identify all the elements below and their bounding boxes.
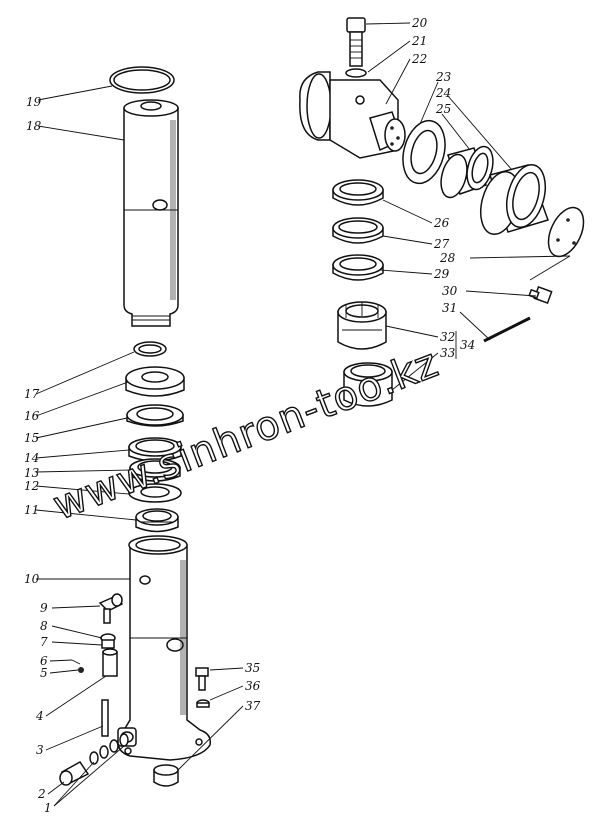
part-20-bolt [346,17,366,67]
callout-30: 30 [442,284,458,298]
watermark-text: www.sinhron-too.kz [47,340,445,529]
callout-34: 34 [460,338,475,352]
callout-32: 32 [440,330,455,344]
part-32-castle-nut [337,301,387,350]
part-29-ring [332,254,384,281]
leader-lines [35,22,571,807]
callout-17: 17 [24,387,40,401]
callout-14: 14 [24,451,39,465]
callout-28: 28 [439,251,456,265]
callout-25: 25 [435,102,451,116]
part-24-large-bushing [479,163,549,236]
callout-16: 16 [24,409,40,423]
part-22-body [299,71,406,159]
part-35-bolt [195,667,209,691]
part-14-seal [128,437,182,462]
callout-27: 27 [433,237,450,251]
part-1-washers [89,733,129,765]
part-13-seal [129,458,181,482]
part-25-bushing [440,145,494,199]
part-36-washer [196,699,210,708]
part-10-housing [117,535,212,761]
callout-1: 1 [44,801,52,815]
callout-7: 7 [40,635,48,649]
callout-5: 5 [40,666,48,680]
callout-2: 2 [37,787,46,801]
callout-8: 8 [40,619,48,633]
callout-35: 35 [245,661,260,675]
part-27-ring [332,217,384,244]
callout-22: 22 [411,52,427,66]
callout-3: 3 [36,743,44,757]
callout-33: 33 [440,346,456,360]
part-19-o-ring [109,66,175,94]
part-4-sleeve [102,648,118,677]
part-11-threaded-ring [135,508,179,533]
callout-9: 9 [40,601,48,615]
callout-10: 10 [24,572,40,586]
callout-26: 26 [433,216,450,230]
callout-13: 13 [24,466,40,480]
part-7-bushing [101,639,115,649]
part-37-cap [153,764,179,787]
callout-18: 18 [26,119,42,133]
callout-20: 20 [411,16,428,30]
part-21-washer [345,68,367,78]
part-6-pin [71,659,81,665]
part-30-bolt [528,286,553,304]
callout-11: 11 [24,503,39,517]
part-26-ring [332,179,384,206]
part-31-pin [483,316,531,343]
callout-6: 6 [40,654,48,668]
part-23-gasket [402,119,446,185]
part-18-upper-sleeve [123,99,179,327]
part-3-rod [101,699,109,737]
callout-19: 19 [26,95,42,109]
part-5-ball [78,667,84,673]
part-2-plug [59,761,90,786]
callout-36: 36 [245,679,261,693]
callout-4: 4 [35,709,44,723]
part-15-washer [126,404,184,427]
callout-29: 29 [433,267,450,281]
callout-21: 21 [411,34,427,48]
callout-37: 37 [245,699,261,713]
part-28-cover-disk [547,206,585,258]
callout-labels: 19 18 17 16 15 14 13 12 11 10 9 8 7 6 5 … [24,16,475,815]
callout-12: 12 [24,479,39,493]
callout-31: 31 [442,301,457,315]
part-17-ring [133,341,167,357]
callout-23: 23 [435,70,452,84]
part-12-washer [128,483,182,503]
part-16-nut [125,366,185,397]
callout-24: 24 [435,86,451,100]
part-9-banjo-fitting [98,593,124,624]
part-33-sleeve [343,362,393,407]
callout-15: 15 [24,431,39,445]
